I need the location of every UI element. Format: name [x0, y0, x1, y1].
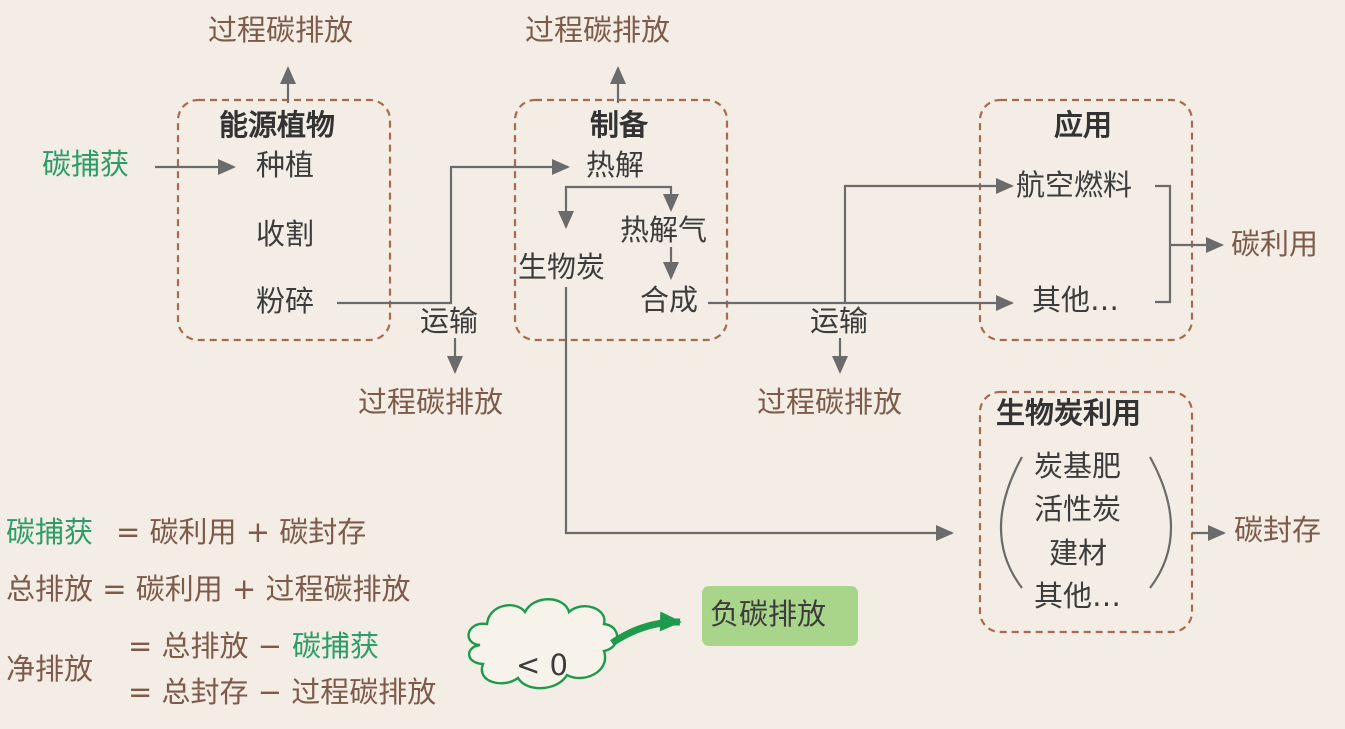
left-parenthesis	[1000, 456, 1023, 589]
carbon-storage-label: 碳封存	[1234, 513, 1322, 547]
net-equation-line2: = 总封存 − 过程碳排放	[128, 675, 437, 709]
net-emission-label: 净排放	[6, 652, 94, 686]
biochar-use-item-building-material: 建材	[1049, 536, 1108, 570]
prep-process-emission-label: 过程碳排放	[525, 13, 671, 47]
transport-label-1: 运输	[420, 304, 479, 338]
synthesis-label: 合成	[640, 283, 699, 317]
biochar-use-item-activated-carbon: 活性炭	[1034, 492, 1122, 526]
net-equation-line1: = 总排放 −	[128, 629, 283, 663]
negative-emission-label: 负碳排放	[710, 597, 827, 631]
crops-process-emission-label: 过程碳排放	[208, 13, 354, 47]
negative-emission-box	[702, 586, 858, 646]
pyrolysis-gas-label: 热解气	[620, 213, 708, 247]
step-planting: 种植	[256, 148, 315, 182]
arrow-to-aviation-fuel	[843, 178, 1014, 303]
energy-crops-box	[176, 98, 392, 342]
preparation-box	[513, 98, 729, 342]
aviation-fuel-label: 航空燃料	[1016, 168, 1133, 202]
carbon-capture-input-label: 碳捕获	[42, 147, 130, 181]
pyrolysis-label: 热解	[586, 148, 645, 182]
right-parenthesis	[1149, 456, 1172, 589]
step-harvest: 收割	[256, 217, 315, 251]
application-others-label: 其他…	[1032, 283, 1120, 317]
equation2: 总排放 = 碳利用 + 过程碳排放	[6, 572, 411, 606]
equation1-rhs: = 碳利用 + 碳封存	[116, 515, 367, 549]
step-crush: 粉碎	[256, 284, 315, 318]
net-equation-line1-capture: 碳捕获	[292, 629, 380, 663]
carbon-utilization-label: 碳利用	[1231, 227, 1319, 261]
cloud-text: < 0	[516, 648, 568, 682]
biochar-label: 生物炭	[518, 250, 606, 284]
equation1-capture: 碳捕获	[6, 515, 94, 549]
transport-label-2: 运输	[810, 304, 869, 338]
preparation-title: 制备	[590, 108, 649, 142]
transport2-process-emission-label: 过程碳排放	[757, 385, 903, 419]
biochar-use-item-fertilizer: 炭基肥	[1034, 449, 1122, 483]
negative-emission-arrow	[610, 611, 682, 646]
transport1-process-emission-label: 过程碳排放	[358, 385, 504, 419]
biochar-use-title: 生物炭利用	[996, 396, 1142, 430]
arrow-biochar-to-use	[564, 287, 954, 541]
biochar-use-box	[978, 390, 1194, 634]
energy-crops-title: 能源植物	[219, 108, 336, 142]
arrow-pyrolysis-to-biochar	[558, 185, 602, 229]
arrow-crush-to-pyrolysis	[337, 159, 570, 305]
application-box	[978, 98, 1194, 342]
biochar-use-item-others: 其他…	[1034, 579, 1122, 613]
arrow-pyrolysis-to-gas	[602, 185, 679, 212]
application-title: 应用	[1054, 108, 1113, 142]
